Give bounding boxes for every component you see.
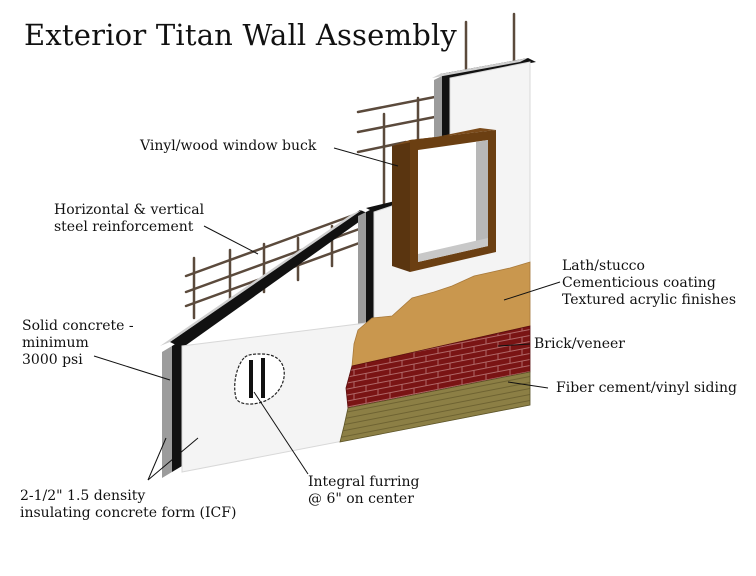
window-buck: [392, 128, 496, 272]
furring-cutaway: [234, 353, 285, 405]
label-icf: 2-1/2" 1.5 density insulating concrete f…: [20, 488, 237, 521]
label-integral-furring: Integral furring @ 6" on center: [308, 474, 420, 507]
label-steel-reinforcement: Horizontal & vertical steel reinforcemen…: [54, 202, 205, 235]
label-stucco-finishes: Lath/stucco Cementicious coating Texture…: [562, 258, 737, 308]
label-siding: Fiber cement/vinyl siding: [556, 380, 737, 396]
label-brick-veneer: Brick/veneer: [534, 336, 625, 352]
icf-edge-profile: [160, 58, 536, 478]
leader-lines: [93, 147, 561, 481]
label-solid-concrete: Solid concrete - minimum 3000 psi: [22, 318, 134, 368]
siding-layer: [339, 371, 531, 443]
label-window-buck: Vinyl/wood window buck: [140, 138, 317, 154]
diagram-title: Exterior Titan Wall Assembly: [24, 18, 458, 52]
